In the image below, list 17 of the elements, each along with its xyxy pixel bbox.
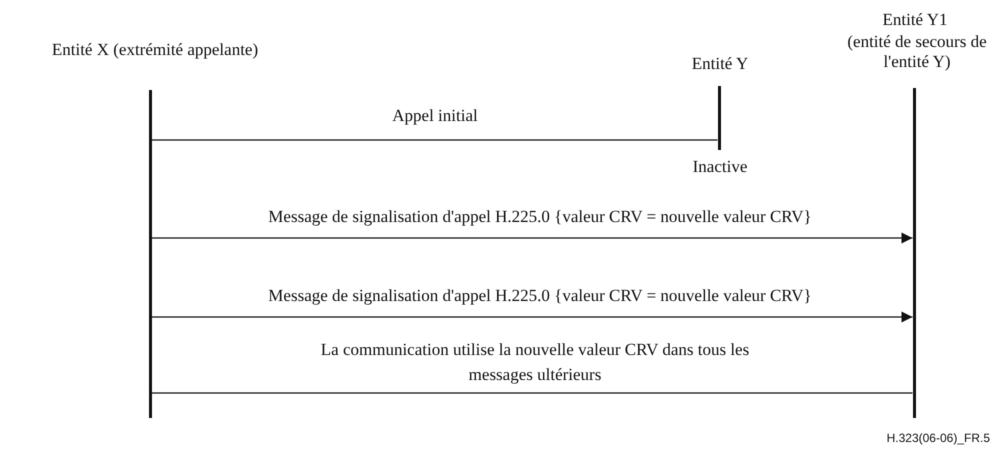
lifeline — [912, 88, 916, 418]
lifeline-header: Entité Y1 — [882, 10, 948, 30]
state-label: Inactive — [692, 157, 748, 177]
figure-id: H.323(06-06)_FR.5 — [886, 430, 990, 447]
message-arrow — [152, 312, 912, 322]
message-arrow — [152, 232, 912, 244]
connector-line — [152, 392, 912, 394]
edge-label: Appel initial — [391, 106, 479, 126]
edge-label: Message de signalisation d'appel H.225.0 {valeur CRV = nouvelle valeur CRV} — [267, 207, 813, 227]
lifeline-header: (entité de secours de l'entité Y) — [846, 32, 988, 72]
edge-label: Message de signalisation d'appel H.225.0 {valeur CRV = nouvelle valeur CRV} — [267, 286, 813, 306]
edge-label: La communication utilise la nouvelle valeur CRV dans tous les messages ultérieurs — [320, 339, 750, 386]
lifeline — [718, 86, 720, 150]
lifeline — [148, 90, 152, 418]
lifeline-header: Entité X (extrémité appelante) — [50, 40, 260, 60]
connector-line — [152, 139, 718, 141]
lifeline-header: Entité Y — [690, 54, 750, 74]
